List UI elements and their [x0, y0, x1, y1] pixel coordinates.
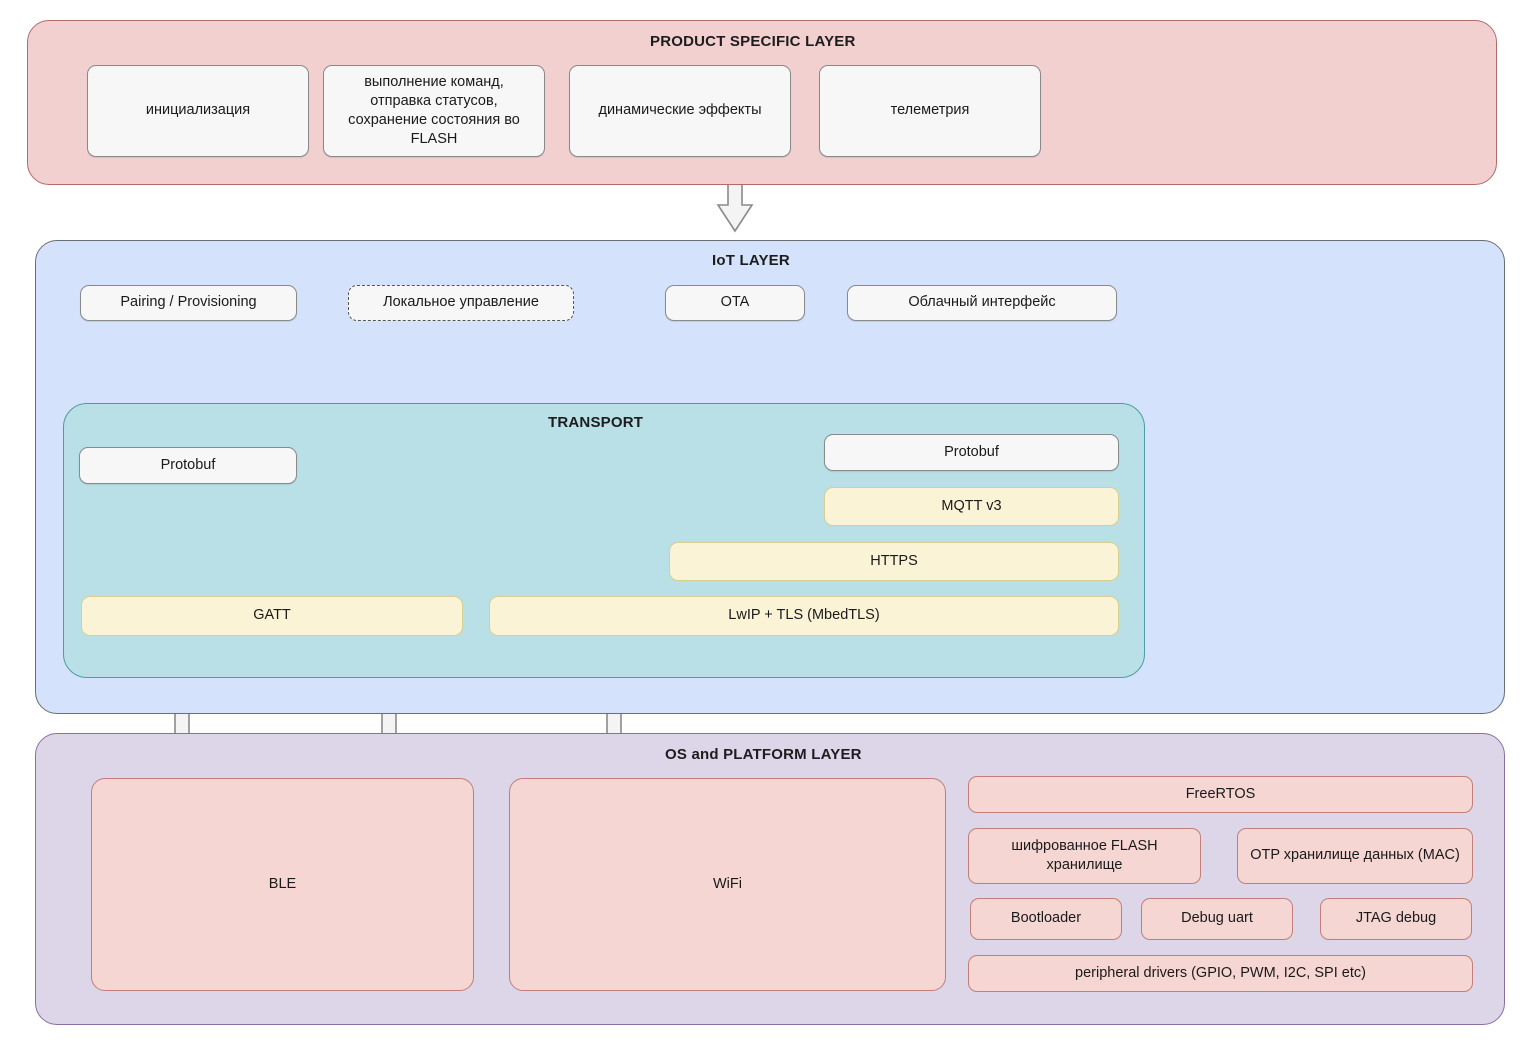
module-wifi[interactable]: WiFi	[509, 778, 946, 991]
module-dynamic-effects[interactable]: динамические эффекты	[569, 65, 791, 157]
module-telemetry[interactable]: телеметрия	[819, 65, 1041, 157]
iot-layer-title: IoT LAYER	[712, 252, 790, 269]
module-ota[interactable]: OTA	[665, 285, 805, 321]
module-bootloader[interactable]: Bootloader	[970, 898, 1122, 940]
module-cloud-interface[interactable]: Облачный интерфейс	[847, 285, 1117, 321]
product-specific-layer-title: PRODUCT SPECIFIC LAYER	[650, 33, 856, 50]
module-debug-uart[interactable]: Debug uart	[1141, 898, 1293, 940]
module-initialization[interactable]: инициализация	[87, 65, 309, 157]
module-ble[interactable]: BLE	[91, 778, 474, 991]
module-pairing-provisioning[interactable]: Pairing / Provisioning	[80, 285, 297, 321]
module-gatt[interactable]: GATT	[81, 596, 463, 636]
module-otp-data-storage[interactable]: OTP хранилище данных (MAC)	[1237, 828, 1473, 884]
module-lwip-tls[interactable]: LwIP + TLS (MbedTLS)	[489, 596, 1119, 636]
module-protobuf-cloud[interactable]: Protobuf	[824, 434, 1119, 471]
module-freertos[interactable]: FreeRTOS	[968, 776, 1473, 813]
transport-title: TRANSPORT	[548, 414, 644, 431]
module-https[interactable]: HTTPS	[669, 542, 1119, 581]
module-mqtt-v3[interactable]: MQTT v3	[824, 487, 1119, 526]
module-command-execution[interactable]: выполнение команд, отправка статусов, со…	[323, 65, 545, 157]
module-protobuf-ble[interactable]: Protobuf	[79, 447, 297, 484]
os-platform-layer-title: OS and PLATFORM LAYER	[665, 746, 862, 763]
module-peripheral-drivers[interactable]: peripheral drivers (GPIO, PWM, I2C, SPI …	[968, 955, 1473, 992]
module-encrypted-flash-storage[interactable]: шифрованное FLASH хранилище	[968, 828, 1201, 884]
module-jtag-debug[interactable]: JTAG debug	[1320, 898, 1472, 940]
module-local-control[interactable]: Локальное управление	[348, 285, 574, 321]
